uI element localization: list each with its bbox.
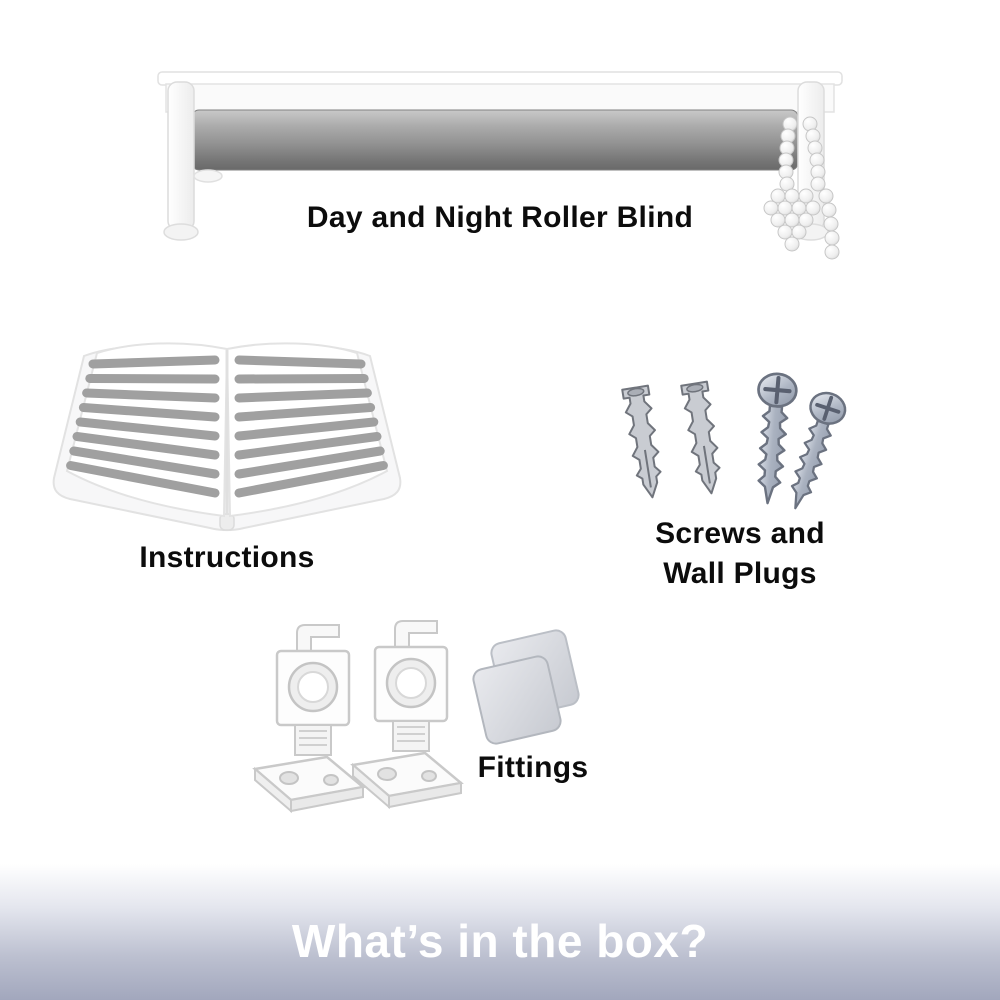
instructions-label: Instructions bbox=[139, 541, 315, 574]
blind-headrail bbox=[157, 71, 843, 125]
roller-blind-label: Day and Night Roller Blind bbox=[306, 201, 694, 234]
bracket-cover-icon bbox=[472, 655, 562, 745]
screw-icon bbox=[790, 391, 847, 510]
banner: What’s in the box? bbox=[0, 864, 1000, 1000]
screw-icon bbox=[757, 372, 798, 505]
wall-plug-icon bbox=[621, 384, 662, 499]
banner-title: What’s in the box? bbox=[291, 915, 709, 967]
bracket-icon bbox=[253, 623, 365, 813]
open-instruction-booklet-illustration bbox=[52, 342, 402, 532]
roller-blind-illustration bbox=[157, 71, 843, 260]
screws-label-line1: Screws and bbox=[655, 517, 825, 550]
wall-plug-icon bbox=[680, 380, 721, 495]
blind-left-bracket bbox=[163, 81, 223, 241]
mounting-brackets-and-covers-illustration bbox=[253, 619, 580, 813]
screws-and-wall-plugs-illustration bbox=[621, 372, 847, 510]
screws-wall-plugs-label: Screws and Wall Plugs bbox=[590, 514, 890, 594]
blind-fabric-roll bbox=[191, 109, 799, 171]
fittings-label: Fittings bbox=[477, 751, 589, 784]
booklet-text-stripes bbox=[66, 355, 388, 498]
bead-chain-icon bbox=[763, 116, 840, 260]
screws-label-line2: Wall Plugs bbox=[663, 557, 817, 590]
bracket-icon bbox=[351, 619, 463, 809]
